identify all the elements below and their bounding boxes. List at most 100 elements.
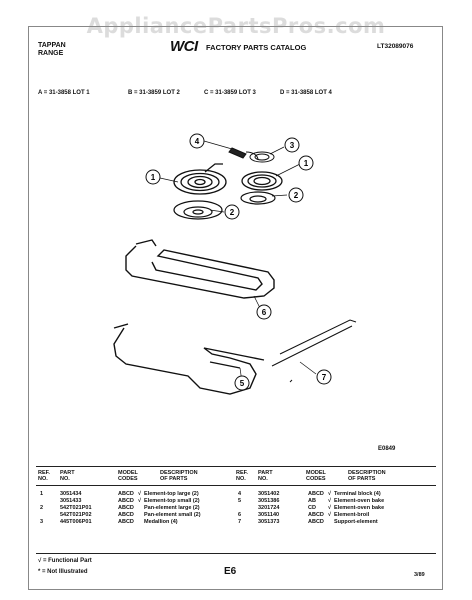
cell-part: 542T021P01 — [60, 505, 92, 511]
catalog-code: LT32089076 — [377, 43, 414, 50]
header-ref: REF. NO. — [236, 470, 248, 482]
brand-line-1: TAPPAN — [38, 42, 66, 49]
cell-model: ABCD — [118, 519, 134, 525]
col-part-left: PART NO. — [60, 470, 75, 482]
header-model: MODEL CODES — [306, 470, 326, 482]
diagram-code: E0849 — [378, 446, 396, 452]
cell-check: √ — [328, 505, 332, 511]
callout-label: 6 — [262, 308, 267, 317]
header-part: PART NO. — [258, 470, 273, 482]
cell-part: 445T006P01 — [60, 519, 92, 525]
lot-b: B = 31-3859 LOT 2 — [128, 90, 180, 96]
cell-ref: 6 — [238, 512, 242, 518]
terminal-block — [228, 147, 275, 163]
cell-model: ABCD — [118, 512, 134, 518]
cell-part: 542T021P02 — [60, 512, 92, 518]
cell-check: √ — [328, 491, 332, 497]
callout-1b: 1 — [298, 155, 314, 171]
exploded-parts-diagram: 1 2 4 3 1 2 6 5 7 — [113, 133, 357, 395]
page-number: E6 — [224, 566, 237, 577]
callout-5: 5 — [234, 375, 250, 391]
header-desc: DESCRIPTION OF PARTS — [348, 470, 386, 482]
callout-label: 2 — [230, 208, 235, 217]
catalog-title: FACTORY PARTS CATALOG — [206, 43, 307, 52]
cell-part: 3051402 — [258, 491, 280, 497]
cell-check: √ — [138, 498, 142, 504]
col-part-right: PART NO. — [258, 470, 273, 482]
callout-2b: 2 — [288, 187, 304, 203]
cell-part: 3051433 — [60, 498, 82, 504]
cell-check: √ — [328, 512, 332, 518]
cell-ref: 3 — [40, 519, 44, 525]
callout-label: 2 — [294, 191, 299, 200]
header-ref: REF. NO. — [38, 470, 50, 482]
cell-model: ABCD — [118, 498, 134, 504]
cell-ref: 5 — [238, 498, 242, 504]
cell-ref: 2 — [40, 505, 44, 511]
callout-1a: 1 — [145, 169, 161, 185]
cell-desc: Pan-element large (2) — [144, 505, 200, 511]
cell-model: AB — [308, 498, 316, 504]
pan-element-small — [240, 191, 276, 205]
callout-2a: 2 — [224, 204, 240, 220]
callout-4: 4 — [189, 133, 205, 149]
surface-element-small — [241, 171, 283, 191]
table-header-rule — [36, 485, 436, 486]
cell-ref: 4 — [238, 491, 242, 497]
cell-desc: Element-oven bake — [334, 498, 385, 504]
table-top-rule — [36, 466, 436, 467]
cell-part: 3051434 — [60, 491, 82, 497]
cell-desc: Element-broil — [334, 512, 370, 518]
cell-check: √ — [328, 498, 332, 504]
cell-part: 3051140 — [258, 512, 280, 518]
support-element — [271, 319, 357, 383]
not-illustrated-note: * = Not Illustrated — [38, 569, 88, 575]
revision-date: 3/89 — [414, 572, 425, 578]
header-desc: DESCRIPTION OF PARTS — [160, 470, 198, 482]
cell-check: √ — [138, 491, 142, 497]
surface-element-large — [173, 163, 227, 195]
catalog-page-frame — [28, 26, 443, 590]
header-part: PART NO. — [60, 470, 75, 482]
lot-d: D = 31-3858 LOT 4 — [280, 90, 332, 96]
callout-label: 1 — [151, 173, 156, 182]
cell-model: CD — [308, 505, 316, 511]
cell-desc: Support-element — [334, 519, 378, 525]
cell-ref: 7 — [238, 519, 242, 525]
cell-ref: 1 — [40, 491, 44, 497]
cell-desc: Element-oven bake — [334, 505, 385, 511]
brand-line-2: RANGE — [38, 50, 64, 57]
functional-part-note: √ = Functional Part — [38, 558, 92, 564]
col-ref-left: REF. NO. — [38, 470, 50, 482]
brand-label: TAPPAN RANGE — [38, 42, 66, 58]
col-model-right: MODEL CODES — [306, 470, 326, 482]
cell-part: 3201724 — [258, 505, 280, 511]
cell-part: 3051386 — [258, 498, 280, 504]
wci-logo: WCI — [170, 38, 198, 55]
cell-model: ABCD — [308, 512, 324, 518]
callout-label: 5 — [240, 379, 245, 388]
cell-desc: Element-top large (2) — [144, 491, 199, 497]
cell-model: ABCD — [308, 491, 324, 497]
cell-model: ABCD — [118, 491, 134, 497]
col-desc-left: DESCRIPTION OF PARTS — [160, 470, 198, 482]
callout-label: 3 — [290, 141, 295, 150]
col-model-left: MODEL CODES — [118, 470, 138, 482]
cell-part: 3051373 — [258, 519, 280, 525]
cell-desc: Terminal block (4) — [334, 491, 381, 497]
lot-c: C = 31-3859 LOT 3 — [204, 90, 256, 96]
callout-label: 7 — [322, 373, 327, 382]
cell-model: ABCD — [118, 505, 134, 511]
header-model: MODEL CODES — [118, 470, 138, 482]
callout-3: 3 — [284, 137, 300, 153]
table-bottom-rule — [36, 553, 436, 554]
callout-label: 1 — [304, 159, 309, 168]
bake-element — [113, 323, 265, 395]
cell-desc: Medallion (4) — [144, 519, 178, 525]
cell-model: ABCD — [308, 519, 324, 525]
cell-desc: Element-top small (2) — [144, 498, 200, 504]
col-desc-right: DESCRIPTION OF PARTS — [348, 470, 386, 482]
col-ref-right: REF. NO. — [236, 470, 248, 482]
lot-a: A = 31-3858 LOT 1 — [38, 90, 90, 96]
callout-6: 6 — [256, 304, 272, 320]
